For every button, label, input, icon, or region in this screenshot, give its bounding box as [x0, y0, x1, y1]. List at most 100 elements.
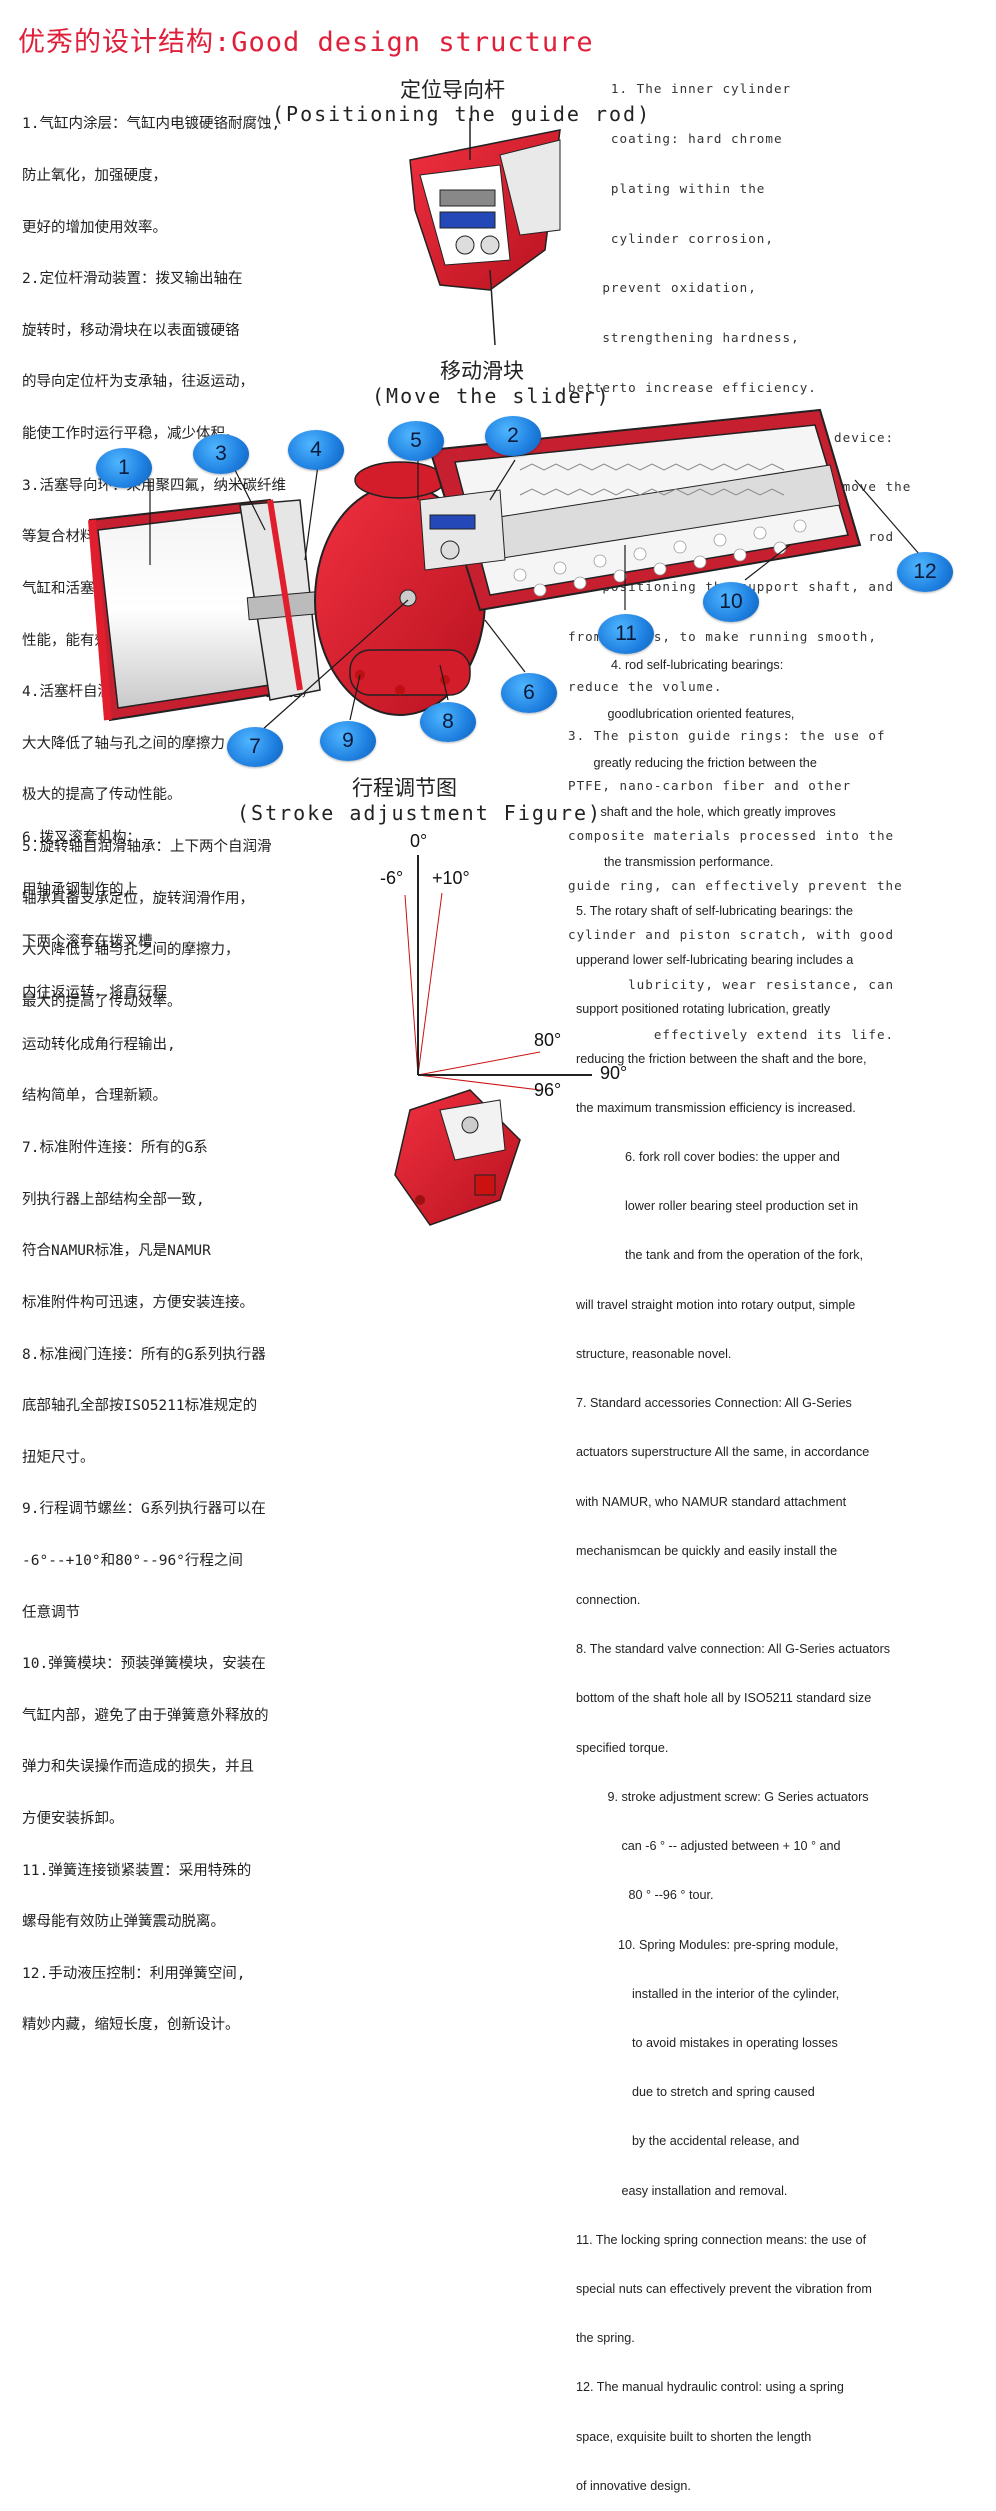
en-line: PTFE, nano-carbon fiber and other — [568, 778, 852, 794]
cn-line: -6°--+10°和80°--96°行程之间 — [22, 1552, 243, 1569]
en-line: mechanismcan be quickly and easily insta… — [576, 1543, 838, 1558]
stroke-angle-lines — [404, 855, 592, 1091]
en-line: specified torque. — [576, 1740, 669, 1755]
callout-5: 5 — [388, 421, 444, 461]
en-line: installed in the interior of the cylinde… — [576, 1986, 840, 2001]
guide-rod-detail — [409, 118, 561, 346]
en-line: reducing the friction between the shaft … — [576, 1051, 867, 1066]
en-line: of innovative design. — [576, 2478, 691, 2493]
en-line: the maximum transmission efficiency is i… — [576, 1100, 856, 1115]
en-line: the transmission performance. — [576, 854, 774, 869]
caption-slider-cn: 移动滑块 — [440, 359, 524, 383]
actuator-body — [88, 408, 862, 722]
angle-80: 80° — [534, 1030, 562, 1050]
angle-90: 90° — [600, 1063, 628, 1083]
en-line: bottom of the shaft hole all by ISO5211 … — [576, 1691, 872, 1706]
en-line: plating within the — [568, 180, 766, 196]
en-line: by the accidental release, and — [576, 2134, 800, 2149]
cn-line: 底部轴孔全部按ISO5211标准规定的 — [22, 1398, 258, 1415]
cn-line: 气缸内部，避免了由于弹簧意外释放的 — [22, 1707, 269, 1724]
en-line: 7. Standard accessories Connection: All … — [576, 1396, 852, 1411]
cn-line: 5.旋转轴自润滑轴承：上下两个自润滑 — [22, 838, 272, 855]
en-line: will travel straight motion into rotary … — [576, 1297, 856, 1312]
en-line: space, exquisite built to shorten the le… — [576, 2429, 812, 2444]
en-line: the spring. — [576, 2331, 635, 2346]
en-line: cylinder corrosion, — [568, 230, 774, 246]
cn-line: 螺母能有效防止弹簧震动脱离。 — [22, 1914, 225, 1931]
en-line: 5. The rotary shaft of self-lubricating … — [576, 903, 853, 918]
callout-6: 6 — [501, 673, 557, 713]
en-line: reduce the volume. — [568, 678, 723, 694]
en-line: 12. The manual hydraulic control: using … — [576, 2380, 844, 2395]
cn-line: 内往返运转，将直行程 — [22, 985, 167, 1002]
en-line: can -6 ° -- adjusted between + 10 ° and — [576, 1839, 841, 1854]
angle-plus10: +10° — [432, 868, 470, 888]
page-title: 优秀的设计结构:Good design structure — [18, 27, 594, 58]
callout-10: 10 — [703, 582, 759, 622]
en-line: 1. The inner cylinder — [568, 81, 792, 97]
cn-line: 8.标准阀门连接：所有的G系列执行器 — [22, 1346, 266, 1363]
cn-line: 运动转化成角行程输出, — [22, 1036, 176, 1053]
en-line: 6. fork roll cover bodies: the upper and — [576, 1150, 840, 1164]
caption-stroke-cn: 行程调节图 — [352, 776, 457, 800]
en-line: greatly reducing the friction between th… — [576, 756, 817, 771]
en-line: structure, reasonable novel. — [576, 1346, 732, 1361]
cn-line: 12.手动液压控制：利用弹簧空间, — [22, 1965, 246, 1982]
callout-8: 8 — [420, 702, 476, 742]
angle-0: 0° — [410, 831, 428, 851]
en-line: shaft and the hole, which greatly improv… — [576, 805, 836, 820]
en-line: cylinder and piston scratch, with good — [568, 927, 895, 943]
callout-2: 2 — [485, 416, 541, 456]
actuator-illustration — [88, 118, 921, 1226]
en-line: betterto increase efficiency. — [568, 379, 817, 395]
cn-line: 下两个滚套在拨叉槽 — [22, 933, 153, 950]
cn-line: 10.弹簧模块：预装弹簧模块，安装在 — [22, 1656, 266, 1673]
cn-line: 更好的增加使用效率。 — [22, 219, 167, 236]
en-line: strengthening hardness, — [568, 330, 800, 346]
en-line: prevent oxidation, — [568, 280, 757, 296]
cn-line: 旋转时，移动滑块在以表面镀硬铬 — [22, 322, 240, 339]
en-line: 80 ° --96 ° tour. — [576, 1888, 714, 1903]
en-line: with NAMUR, who NAMUR standard attachmen… — [576, 1494, 847, 1509]
cn-line: 3.活塞导向环：采用聚四氟，纳米碳纤维 — [22, 477, 286, 494]
bottom-detail — [394, 1089, 521, 1226]
en-line: actuators superstructure All the same, i… — [576, 1445, 870, 1460]
cn-line: 弹力和失误操作而造成的损失，并且 — [22, 1759, 254, 1776]
cn-line: 极大的提高了传动性能。 — [22, 787, 182, 804]
cn-line: 任意调节 — [22, 1604, 80, 1621]
cn-line: 方便安装拆卸。 — [22, 1810, 124, 1827]
en-line: guide ring, can effectively prevent the — [568, 877, 903, 893]
en-line: upperand lower self-lubricating bearing … — [576, 953, 854, 968]
en-line: 11. The locking spring connection means:… — [576, 2232, 867, 2247]
callout-1: 1 — [96, 448, 152, 488]
leader-lines — [149, 459, 921, 731]
en-line: 9. stroke adjustment screw: G Series act… — [576, 1789, 869, 1804]
cn-line: 用轴承钢制作的上 — [22, 882, 138, 899]
en-line: due to stretch and spring caused — [576, 2085, 815, 2100]
cn-line: 6.拨叉滚套机构： — [22, 830, 141, 847]
cn-line: 精妙内藏，缩短长度，创新设计。 — [22, 2017, 240, 2034]
en-line: lubricity, wear resistance, can — [568, 977, 895, 993]
en-line: support positioned rotating lubrication,… — [576, 1002, 831, 1017]
cn-line: 能使工作时运行平稳，减少体积。 — [22, 426, 240, 443]
en-line: coating: hard chrome — [568, 130, 783, 146]
en-line: lower roller bearing steel production se… — [576, 1199, 859, 1214]
en-line: special nuts can effectively prevent the… — [576, 2282, 872, 2297]
cn-line: 扭矩尺寸。 — [22, 1449, 95, 1466]
cn-line: 的导向定位杆为支承轴，往返运动， — [22, 374, 254, 391]
callout-4: 4 — [288, 430, 344, 470]
cn-line: 符合NAMUR标准，凡是NAMUR — [22, 1243, 211, 1260]
en-line: to avoid mistakes in operating losses — [576, 2035, 838, 2050]
angle-minus6: -6° — [380, 868, 404, 888]
cn-line: 轴承具备支承定位，旋转润滑作用， — [22, 890, 254, 907]
callout-3: 3 — [193, 434, 249, 474]
cn-line: 大大降低了轴与孔之间的摩擦力， — [22, 735, 240, 752]
cn-description-2: 6.拨叉滚套机构： 用轴承钢制作的上 下两个滚套在拨叉槽 内往返运转，将直行程 … — [22, 796, 269, 2052]
en-line: 8. The standard valve connection: All G-… — [576, 1642, 891, 1657]
cn-line: 2.定位杆滑动装置：拨叉输出轴在 — [22, 271, 243, 288]
caption-slider-en: (Move the slider) — [372, 384, 611, 408]
callout-11: 11 — [598, 614, 654, 654]
cn-line: 1.气缸内涂层：气缸内电镀硬铬耐腐蚀, — [22, 116, 281, 133]
caption-stroke-en: (Stroke adjustment Figure) — [237, 801, 603, 825]
cn-line: 大大降低了轴与孔之间的摩擦力， — [22, 942, 240, 959]
